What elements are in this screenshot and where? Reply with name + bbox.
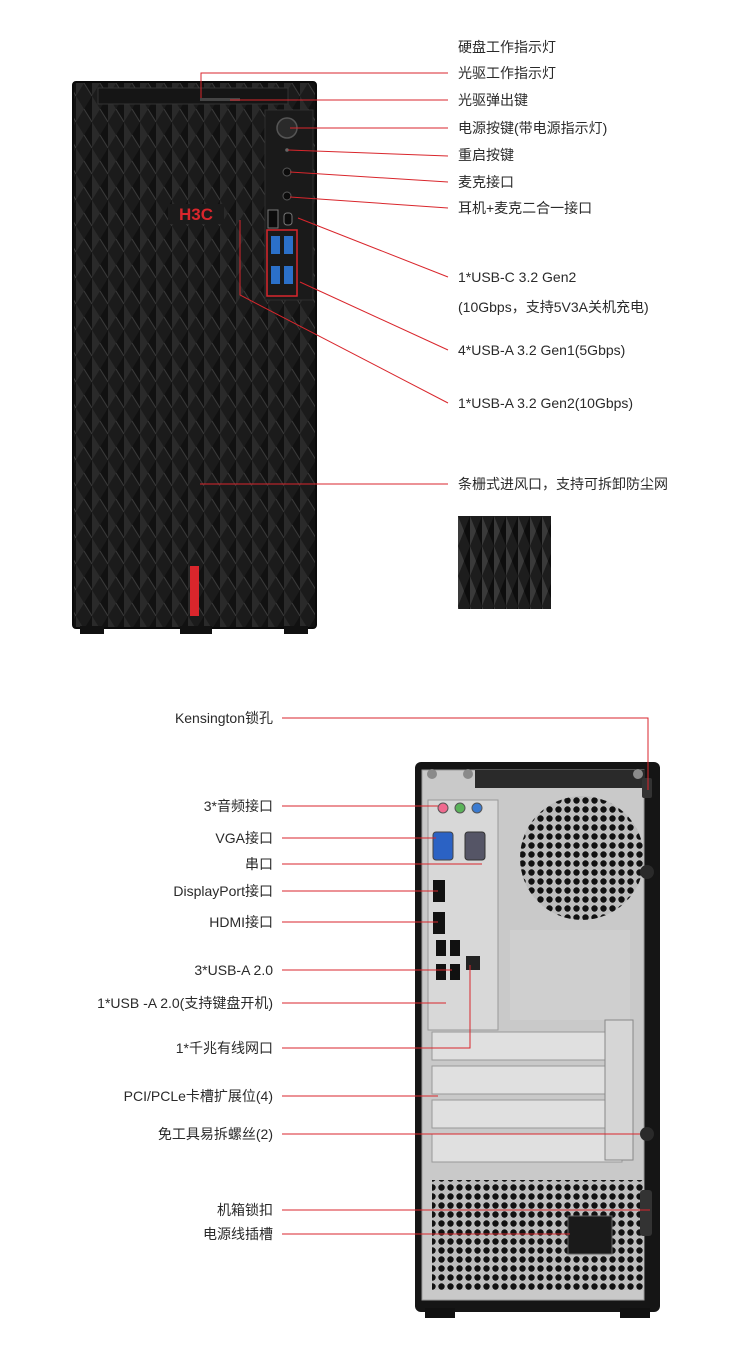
label-mic-jack: 麦克接口 [458,174,514,190]
label-usbc-line1: 1*USB-C 3.2 Gen2 [458,269,577,285]
vent-closeup-image [458,516,551,609]
label-usba-gen1: 4*USB-A 3.2 Gen1(5Gbps) [458,342,626,358]
front-chassis-illustration: H3C [72,81,317,634]
label-hdd-led: 硬盘工作指示灯 [458,39,556,55]
label-toolless-screws: 免工具易拆螺丝(2) [157,1126,273,1142]
label-usba-rear: 3*USB-A 2.0 [194,962,273,978]
rear-chassis-illustration [415,762,660,1318]
label-usbc-line2: (10Gbps，支持5V3A关机充电) [458,299,649,315]
label-chassis-lock: 机箱锁扣 [217,1202,273,1218]
label-odd-led: 光驱工作指示灯 [458,65,556,81]
label-combo-audio-jack: 耳机+麦克二合一接口 [458,200,593,216]
label-serial: 串口 [245,856,273,872]
label-audio-jacks: 3*音频接口 [203,798,273,814]
label-vent: 条栅式进风口，支持可拆卸防尘网 [458,476,668,492]
label-usba-gen2: 1*USB-A 3.2 Gen2(10Gbps) [458,395,634,411]
label-kensington: Kensington锁孔 [174,710,273,726]
label-power-button: 电源按键(带电源指示灯) [458,120,608,136]
label-reset-button: 重启按键 [458,147,514,163]
label-vga: VGA接口 [215,830,273,846]
label-hdmi: HDMI接口 [209,914,273,930]
label-displayport: DisplayPort接口 [173,883,273,899]
label-odd-eject: 光驱弹出键 [458,92,528,108]
front-logo: H3C [179,205,213,224]
label-usba-keyboard-wake: 1*USB -A 2.0(支持键盘开机) [97,995,273,1011]
label-pcie-slots: PCI/PCLe卡槽扩展位(4) [123,1088,273,1104]
label-power-socket: 电源线插槽 [203,1226,273,1242]
label-gigabit-lan: 1*千兆有线网口 [175,1040,273,1056]
